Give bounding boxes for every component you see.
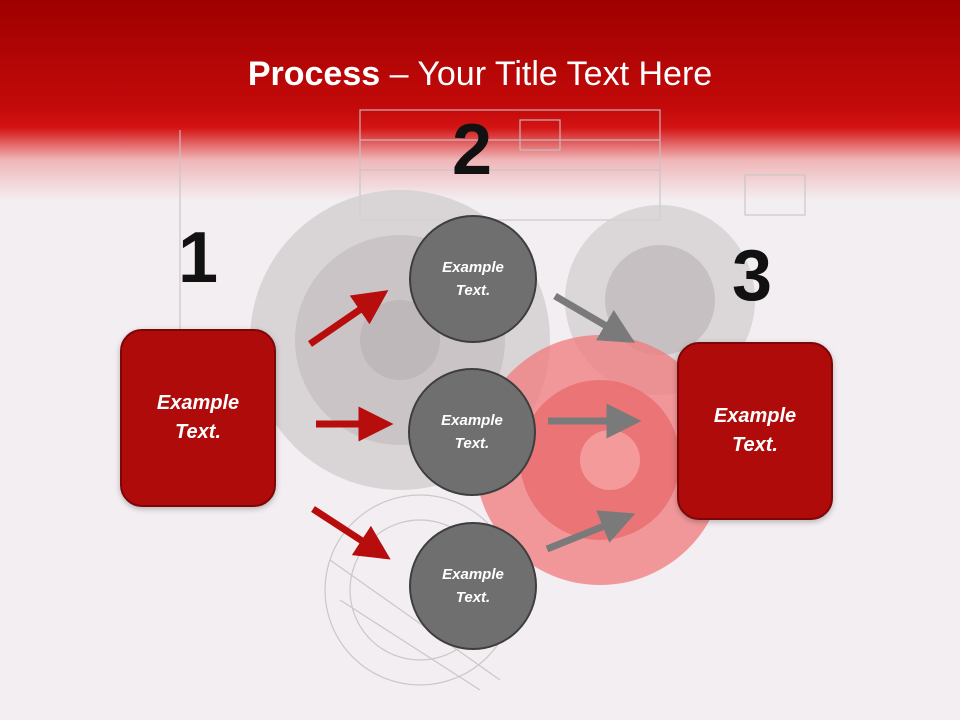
input-box[interactable]: Example Text.: [120, 329, 276, 507]
circle-label-bottom: Example Text.: [442, 566, 504, 606]
circle-label-middle: Example Text.: [441, 412, 503, 452]
step-number-1: 1: [177, 218, 219, 298]
title-bold: Process: [247, 55, 381, 93]
step-number-3: 3: [731, 236, 773, 316]
process-circle-middle[interactable]: Example Text.: [408, 368, 536, 496]
page-title: Process – Your Title Text Here: [0, 52, 960, 96]
process-circle-top[interactable]: Example Text.: [409, 215, 537, 343]
circle-label-top: Example Text.: [442, 259, 504, 299]
output-box-label: Example Text.: [713, 405, 797, 456]
input-box-label: Example Text.: [156, 392, 240, 443]
step-number-2: 2: [451, 110, 493, 190]
header-band: [0, 0, 960, 200]
output-box[interactable]: Example Text.: [677, 342, 833, 520]
title-rest: – Your Title Text Here: [380, 55, 713, 93]
process-circle-bottom[interactable]: Example Text.: [409, 522, 537, 650]
